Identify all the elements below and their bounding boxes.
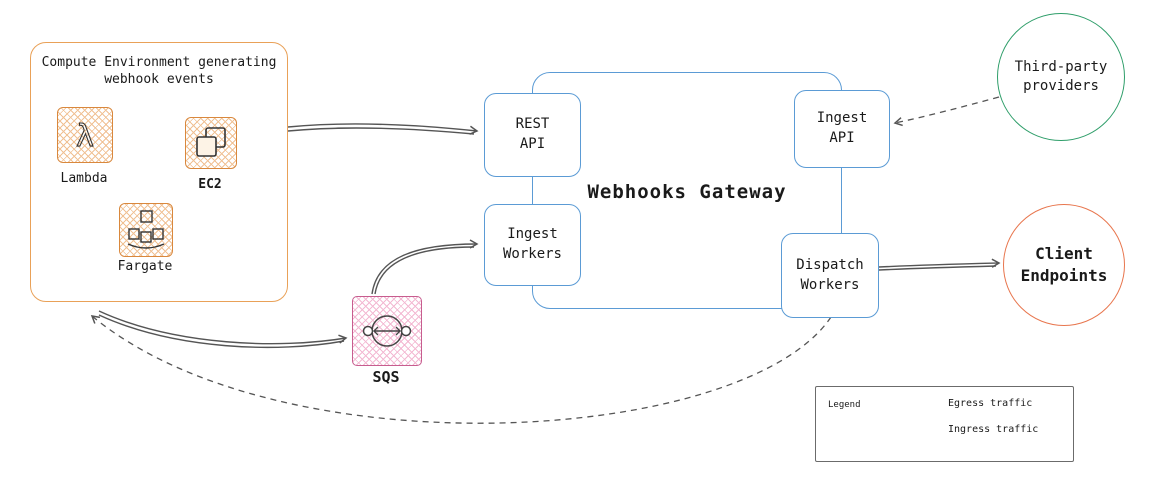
lambda-icon: λ: [76, 118, 95, 154]
arrow-stroke: [287, 123, 479, 135]
arrow-stroke: [98, 310, 348, 345]
arrow-compute-to-rest-api: [287, 123, 479, 135]
arrow-stroke-twin: [878, 265, 997, 271]
ec2-tile: [185, 117, 237, 169]
arrow-compute-to-sqs: [98, 310, 348, 349]
webhooks-gateway-box: Webhooks Gateway: [532, 72, 842, 309]
lambda-tile: λ: [57, 107, 113, 163]
compute-environment-title: Compute Environment generating webhook e…: [41, 55, 277, 87]
client-endpoints-label: Client Endpoints: [1020, 244, 1108, 285]
fargate-icon: [127, 210, 165, 249]
ingest-workers-node: Ingest Workers: [484, 204, 581, 286]
sqs-label: SQS: [372, 368, 400, 386]
lambda-label: Lambda: [60, 171, 108, 186]
fargate-tile: [119, 203, 173, 257]
arrow-stroke: [878, 258, 1001, 268]
arrow-thirdparty-to-ingest-api: [893, 96, 1000, 127]
legend-title: Legend: [828, 400, 861, 410]
rest-api-node: REST API: [484, 93, 581, 177]
ingest-api-node: Ingest API: [794, 90, 890, 168]
dispatch-workers-node: Dispatch Workers: [781, 233, 879, 318]
legend-egress-label: Egress traffic: [948, 398, 1033, 409]
ec2-label: EC2: [198, 177, 222, 192]
arrow-stroke-twin: [374, 246, 475, 295]
arrow-dispatch-to-client: [878, 258, 1001, 271]
webhooks-gateway-title: Webhooks Gateway: [587, 181, 787, 203]
third-party-label: Third-party providers: [1014, 59, 1108, 94]
arrow-dispatch-to-compute: [90, 315, 832, 424]
sqs-icon: [362, 315, 412, 347]
client-endpoints-circle: Client Endpoints: [1003, 204, 1125, 326]
ec2-icon: [196, 127, 226, 157]
fargate-label: Fargate: [117, 259, 173, 274]
sqs-tile: [352, 296, 422, 366]
third-party-circle: Third-party providers: [997, 13, 1125, 141]
svg-text:λ: λ: [76, 119, 94, 154]
compute-environment-box: Compute Environment generating webhook e…: [30, 42, 288, 302]
legend-ingress-label: Ingress traffic: [948, 424, 1039, 435]
arrow-sqs-to-ingest-workers: [371, 239, 479, 295]
legend-box: Legend: [815, 386, 1074, 462]
arrow-stroke: [371, 239, 479, 295]
arrow-stroke-twin: [287, 127, 475, 135]
arrow-stroke-twin: [98, 314, 345, 349]
